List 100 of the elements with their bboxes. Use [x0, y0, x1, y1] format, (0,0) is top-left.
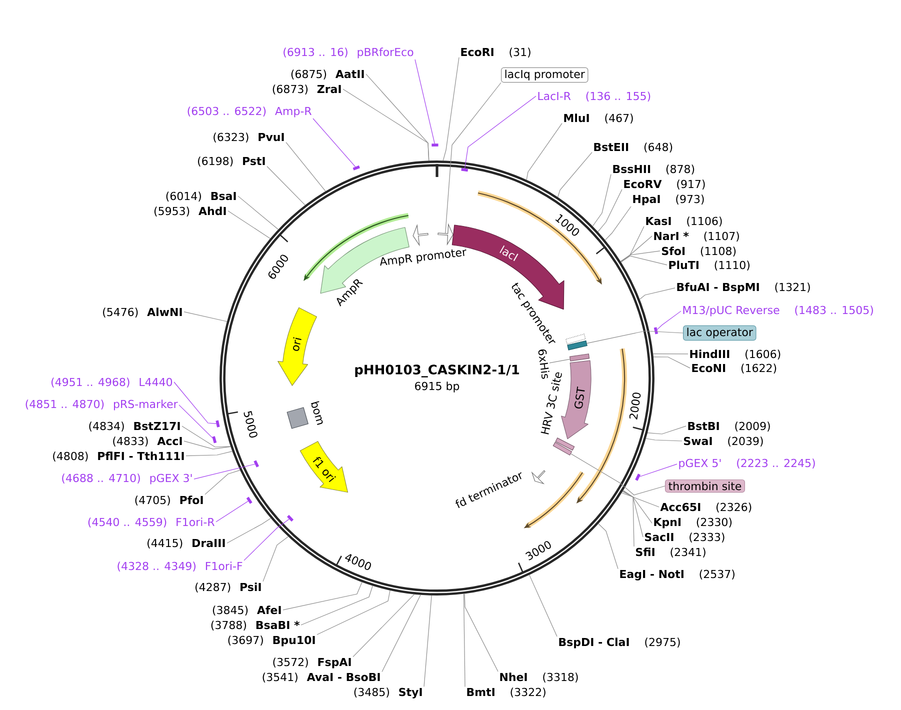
leader-line [382, 594, 421, 672]
site-position: (5476) [103, 308, 138, 318]
leader-line [414, 59, 435, 144]
leader-line [204, 470, 240, 495]
leader-line [464, 96, 536, 169]
site-position: (878) [666, 164, 694, 174]
leader-line [352, 594, 415, 658]
tick-label: 2000 [629, 392, 641, 420]
leader-line [178, 404, 213, 438]
site-position: (4415) [148, 538, 182, 548]
site-position: (648) [644, 142, 672, 152]
leader-line [586, 330, 684, 344]
primer-mark [635, 474, 641, 481]
feature-name: ori [293, 337, 302, 351]
leader-line [445, 82, 502, 234]
enzyme-name: Bpu10I [273, 636, 315, 646]
site-position: (1606) [746, 350, 780, 360]
primer-range: (136 .. 155) [586, 92, 650, 102]
leader-line [312, 118, 356, 168]
enzyme-name: SwaI [684, 436, 712, 446]
leader-line [639, 288, 676, 300]
enzyme-name: AatII [335, 70, 364, 78]
leader-line [244, 518, 290, 561]
enzyme-name: StyI [399, 688, 422, 698]
enzyme-name: AccI [157, 437, 182, 446]
site-position: (917) [677, 180, 705, 190]
primer-name: pRS-marker [114, 400, 178, 410]
leader-line [238, 196, 278, 230]
leader-line [620, 250, 660, 262]
enzyme-name: PfoI [180, 496, 203, 504]
leader-line [182, 426, 231, 448]
site-position: (2975) [645, 638, 680, 648]
enzyme-name: NarI * [654, 232, 689, 240]
enzyme-name: HpaI [633, 195, 660, 206]
leader-line [316, 590, 390, 635]
site-position: (2009) [735, 422, 770, 432]
feature-name: GST [574, 386, 585, 408]
leader-line [620, 256, 668, 266]
leader-line [620, 226, 644, 262]
site-position: (2330) [696, 518, 732, 528]
primer-range: (6503 .. 6522) [188, 106, 266, 116]
enzyme-name: AlwNI [147, 308, 182, 316]
site-position: (1622) [741, 364, 776, 374]
primer-name: F1ori-F [206, 562, 242, 570]
enzyme-name: AhdI [198, 206, 226, 216]
enzyme-name: BstEII [594, 143, 628, 152]
site-position: (6873) [272, 84, 308, 94]
enzyme-name: EagI - NotI [620, 570, 684, 580]
enzyme-name: PvuI [258, 133, 284, 142]
enzyme-name: EcoRI [461, 48, 494, 56]
leader-line [656, 310, 682, 330]
primer-name: F1ori-R [176, 518, 214, 526]
site-position: (3322) [510, 688, 546, 698]
primer-name: pGEX 5' [679, 458, 721, 470]
leader-line [300, 585, 373, 626]
leader-line [622, 490, 660, 508]
site-position: (4834) [89, 422, 124, 432]
site-position: (2341) [670, 548, 706, 558]
leader-line [621, 492, 634, 547]
enzyme-name: KpnI [654, 518, 681, 528]
site-position: (6014) [166, 192, 201, 202]
leader-line [282, 582, 362, 610]
primer-name: L4440 [140, 378, 172, 386]
enzyme-name: PsiI [240, 582, 261, 592]
enzyme-name: SfiI [636, 548, 654, 556]
enzyme-name: BsaBI * [256, 620, 300, 630]
enzyme-name: PstI [243, 157, 265, 166]
site-position: (1106) [687, 216, 722, 226]
enzyme-name: BstZ17I [134, 422, 180, 430]
site-position: (3697) [228, 636, 263, 646]
feature-label: lac operator [683, 325, 756, 341]
enzyme-name: NheI [500, 672, 527, 682]
primer-mark [461, 168, 468, 172]
site-position: (5953) [154, 206, 190, 216]
site-position: (1107) [704, 232, 739, 242]
enzyme-name: KasI [646, 217, 671, 226]
enzyme-name: AvaI - BsoBI [306, 673, 380, 682]
primer-range: (6913 .. 16) [284, 48, 348, 58]
leader-line [653, 356, 690, 368]
feature-label: lacIq promoter [501, 67, 588, 83]
enzyme-name: SacII [645, 532, 674, 542]
site-position: (6323) [214, 132, 248, 142]
leader-line [186, 451, 233, 456]
leader-line [639, 464, 678, 477]
primer-name: pGEX 3' [150, 474, 192, 484]
enzyme-name: BfuAI - BspMI [677, 282, 759, 294]
leader-line [424, 595, 432, 687]
site-position: (4287) [196, 582, 230, 592]
site-position: (3541) [262, 672, 298, 682]
leader-line [228, 210, 270, 239]
leader-line [526, 123, 562, 180]
site-position: (6198) [198, 156, 233, 166]
site-position: (3845) [212, 606, 248, 616]
leader-line [262, 536, 288, 582]
primer-range: (4951 .. 4968) [52, 378, 130, 388]
feature-bar [552, 442, 572, 456]
site-position: (3788) [211, 620, 246, 630]
enzyme-name: BspDI - ClaI [559, 638, 629, 648]
enzyme-name: BsaI [211, 192, 236, 200]
leader-line [622, 491, 644, 538]
